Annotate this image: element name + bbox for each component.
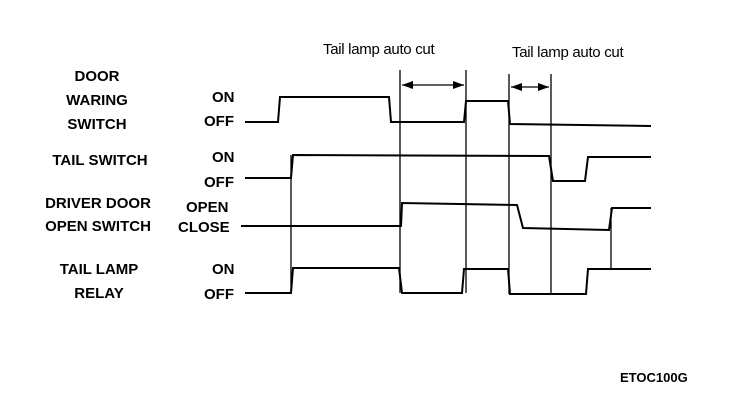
signal-label-line: WARING [66,92,128,109]
state-high-label: ON [212,149,235,166]
signal-label-line: TAIL LAMP [60,261,139,278]
state-high-label: ON [212,261,235,278]
state-low-label: OFF [204,174,234,191]
signal-label-line: DRIVER DOOR [45,195,151,212]
auto-cut-interval-arrow-1 [402,81,464,89]
tail-lamp-relay-waveform [245,267,651,295]
figure-code: ETOC100G [620,370,688,385]
tail-lamp-auto-cut-label-1: Tail lamp auto cut [323,41,435,58]
signal-label-line: TAIL SWITCH [52,152,147,169]
tail-switch-waveform [245,153,651,182]
signal-label-line: SWITCH [67,116,126,133]
state-high-label: ON [212,89,235,106]
door-warning-switch-waveform [245,96,652,127]
driver-door-open-switch-waveform [241,201,651,232]
auto-cut-interval-arrow-2 [511,83,549,91]
tail-lamp-relay-label: TAIL LAMP RELAY [60,261,139,302]
tail-lamp-auto-cut-label-2: Tail lamp auto cut [512,44,624,61]
state-low-label: OFF [204,286,234,303]
state-low-label: OFF [204,113,234,130]
signal-label-line: OPEN SWITCH [45,218,151,235]
state-low-label: CLOSE [178,219,230,236]
driver-door-open-switch-label: DRIVER DOOR OPEN SWITCH [45,195,151,235]
signal-label-line: RELAY [74,285,123,302]
state-high-label: OPEN [186,199,229,216]
tail-switch-label: TAIL SWITCH [52,152,147,169]
door-warning-switch-label: DOOR WARING SWITCH [66,68,128,133]
signal-label-line: DOOR [75,68,120,85]
